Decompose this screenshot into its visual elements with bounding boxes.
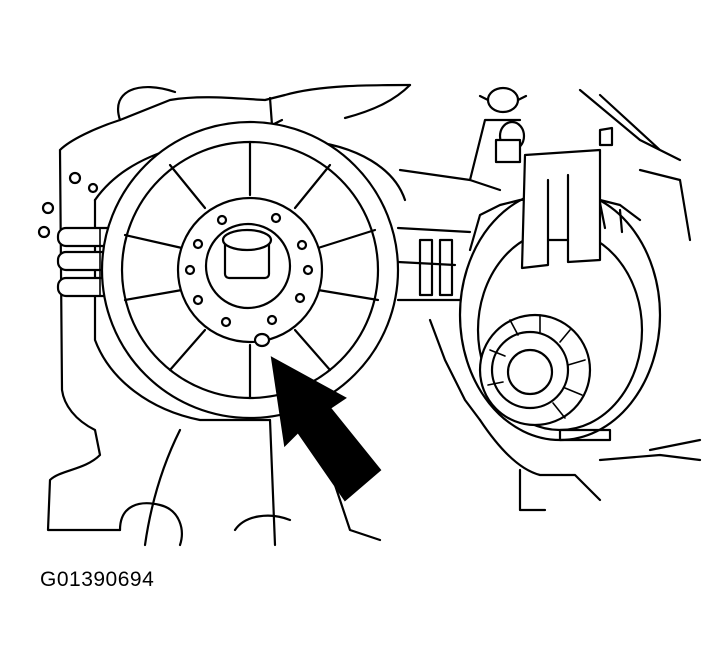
flange-holes <box>37 171 99 239</box>
figure-id-label: G01390694 <box>40 568 155 591</box>
pointer-arrow-icon <box>270 356 382 502</box>
transmission-diagram <box>37 83 702 547</box>
housing-outline <box>46 83 412 532</box>
spoked-wheel <box>100 120 400 420</box>
top-knob <box>478 86 528 164</box>
right-gear-assembly <box>428 88 702 512</box>
